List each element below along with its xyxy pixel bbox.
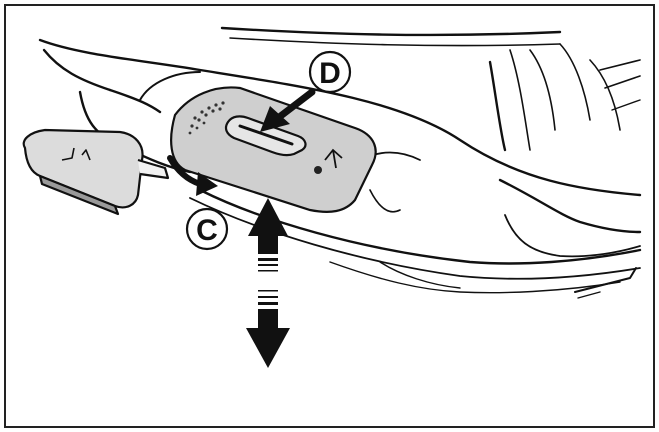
indicator-dot — [314, 166, 322, 174]
callout-d-circle — [308, 50, 352, 94]
arrow-c — [167, 155, 218, 196]
arrow-d — [260, 88, 316, 132]
seat-symbol-icon — [324, 148, 343, 169]
callout-d: D — [308, 50, 352, 94]
callout-c-circle — [185, 207, 229, 251]
control-panel — [170, 86, 377, 213]
fold-out-tray — [22, 128, 170, 216]
panel-grip-dots — [188, 101, 225, 135]
callout-c: C — [185, 207, 229, 251]
tray-plate — [22, 128, 144, 209]
tray-edge — [38, 174, 120, 216]
release-button-slot — [238, 124, 294, 146]
callout-d-label: D — [319, 57, 341, 90]
callout-c-label: C — [196, 214, 218, 247]
seat-body — [38, 26, 642, 299]
arrow-height-adjust — [246, 198, 290, 368]
tray-seat-icon — [61, 147, 91, 161]
tray-hinge — [137, 158, 170, 180]
